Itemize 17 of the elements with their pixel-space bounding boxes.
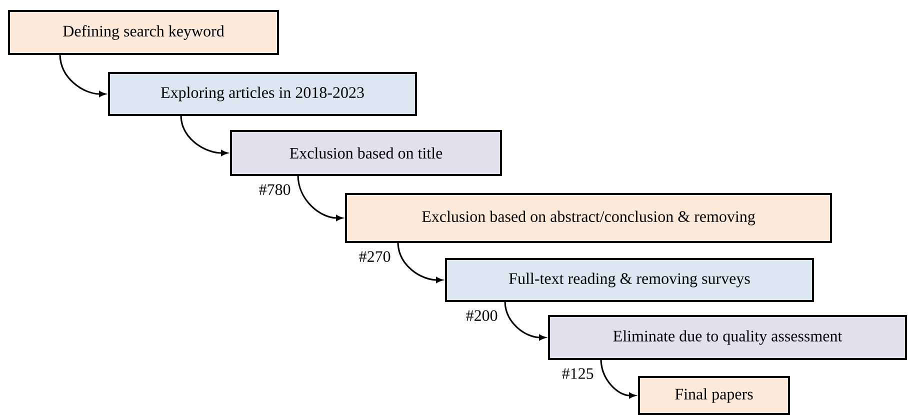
edge-label: #780 xyxy=(259,184,290,195)
edge-label: #270 xyxy=(359,251,390,262)
arrow xyxy=(600,358,636,398)
process-box: Full-text reading & removing surveys xyxy=(445,258,814,302)
arrow xyxy=(59,54,106,97)
process-box: Eliminate due to quality assessment xyxy=(548,315,907,360)
process-box: Exploring articles in 2018-2023 xyxy=(108,72,417,116)
process-box: Exclusion based on abstract/conclusion & removing xyxy=(345,193,832,243)
edge-label: #125 xyxy=(562,368,594,379)
process-box: Exclusion based on title xyxy=(230,130,502,176)
arrow xyxy=(397,242,443,283)
process-box: Defining search keyword xyxy=(8,10,279,55)
arrow xyxy=(504,300,546,340)
arrow xyxy=(180,114,228,156)
process-box: Final papers xyxy=(638,376,790,415)
edge-label: #200 xyxy=(466,310,498,321)
arrow xyxy=(297,174,343,221)
